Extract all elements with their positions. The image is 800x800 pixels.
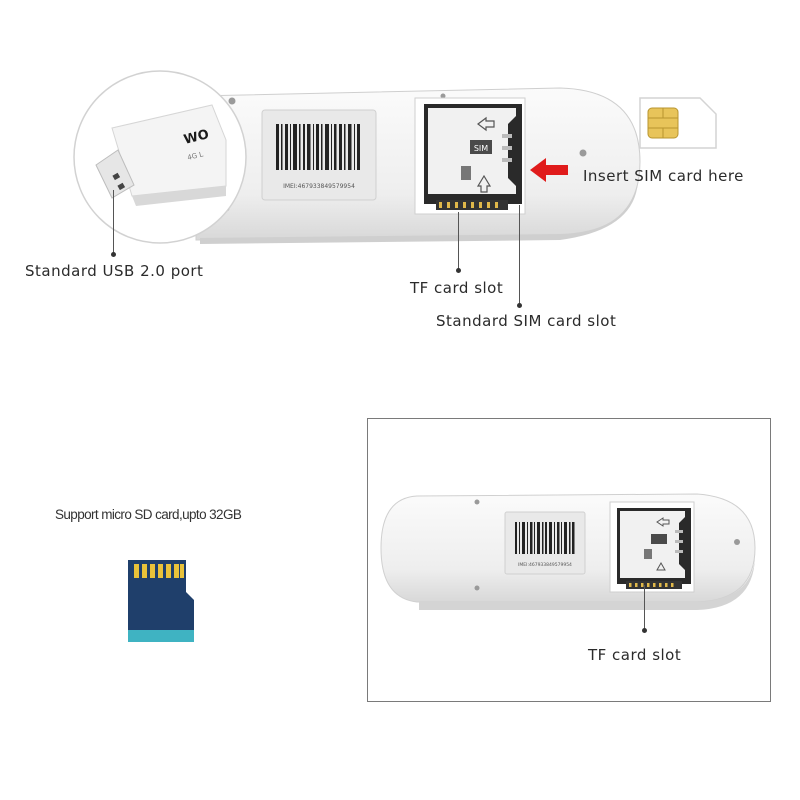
tf-slot-label-bottom: TF card slot (588, 646, 682, 664)
svg-text:SIM: SIM (474, 144, 488, 153)
slot-area: SIM (414, 97, 526, 215)
sim-card-icon (639, 97, 717, 149)
usb-port-label: Standard USB 2.0 port (25, 262, 204, 280)
bottom-usb-dongle-illustration: IMEI:467933849579954 (380, 493, 756, 610)
slot-area-bottom (609, 501, 695, 593)
sim-slot-label: Standard SIM card slot (436, 312, 617, 330)
usb-leader-dot (111, 252, 116, 257)
red-arrow-icon (530, 158, 568, 182)
brand-logo: WO (182, 127, 210, 148)
usb-leader-line (113, 190, 114, 255)
tf-leader-line-top (458, 212, 459, 270)
barcode-icon (515, 522, 575, 554)
sim-slot-leader-dot (517, 303, 522, 308)
top-usb-dongle-illustration: IMEI:467933849579954 SIM (73, 70, 717, 244)
sd-support-caption: Support micro SD card,upto 32GB (55, 507, 242, 522)
tf-leader-dot-bottom (642, 628, 647, 633)
svg-text:IMEI:467933849579954: IMEI:467933849579954 (518, 562, 572, 568)
tf-leader-line-bottom (644, 585, 645, 630)
brand-sub: 4G L (187, 150, 205, 162)
insert-sim-label: Insert SIM card here (583, 167, 744, 185)
barcode-sticker-bottom: IMEI:467933849579954 (504, 511, 586, 575)
tf-leader-dot-top (456, 268, 461, 273)
tf-slot-detail-frame (367, 418, 771, 702)
tf-slot-label-top: TF card slot (410, 279, 504, 297)
svg-text:IMEI:467933849579954: IMEI:467933849579954 (283, 183, 355, 190)
sim-slot-leader-line (519, 205, 520, 305)
barcode-icon (276, 124, 360, 170)
usb-zoom-circle: WO 4G L (73, 70, 247, 244)
barcode-sticker: IMEI:467933849579954 (261, 109, 377, 201)
micro-sd-card-icon (128, 560, 194, 642)
